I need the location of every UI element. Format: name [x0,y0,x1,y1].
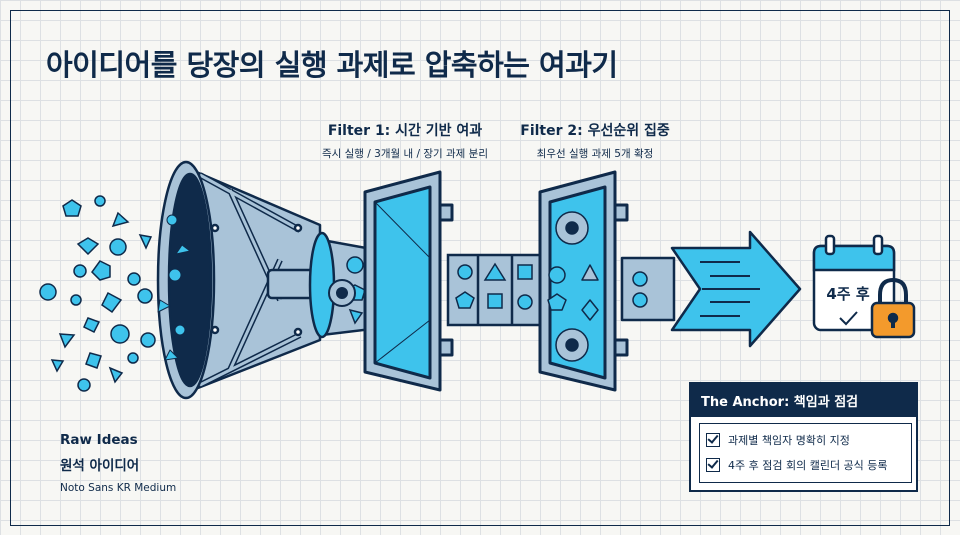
filter-2-title: Filter 2: 우선순위 집중 [520,123,670,139]
checklist-item-label: 과제별 책임자 명확히 지정 [728,433,850,447]
gear-icon [328,279,356,307]
filter-1-subtitle: 즉시 실행 / 3개월 내 / 장기 과제 분리 [321,148,489,160]
filter-2-subtitle: 최우선 실행 과제 5개 확정 [536,148,654,160]
calendar-label: 4주 후 [826,285,870,303]
checklist-item-label: 4주 후 점검 회의 캘린더 공식 등록 [728,458,888,472]
pipe-section [446,253,545,327]
filter-panel-2-icon [538,170,629,392]
lock-icon [870,277,916,339]
filter-panel-icon [363,170,454,392]
filter-1-label: Filter 1: 시간 기반 여과 즉시 실행 / 3개월 내 / 장기 과제… [315,120,495,161]
checklist-item: 과제별 책임자 명확히 지정 [706,427,905,452]
anchor-header: The Anchor: 책임과 점검 [691,384,916,417]
funnel-icon [156,160,330,400]
anchor-panel: The Anchor: 책임과 점검 과제별 책임자 명확히 지정 4주 후 점… [689,382,918,492]
checkbox-icon [706,457,720,472]
filter-2-label: Filter 2: 우선순위 집중 최우선 실행 과제 5개 확정 [510,120,680,161]
checklist-item: 4주 후 점검 회의 캘린더 공식 등록 [706,452,905,477]
raw-ideas-korean: 원석 아이디어 [60,458,140,474]
raw-idea-shapes [39,195,156,392]
filter-1-title: Filter 1: 시간 기반 여과 [327,123,483,139]
page-title: 아이디어를 당장의 실행 과제로 압축하는 여과기 [46,48,618,82]
page-frame [10,10,950,526]
anchor-checklist: 과제별 책임자 명확히 지정 4주 후 점검 회의 캘린더 공식 등록 [699,423,912,483]
checkbox-icon [706,432,720,447]
arrow-icon [620,230,802,348]
raw-ideas-caption: Raw Ideas 원석 아이디어 Noto Sans KR Medium [60,432,176,494]
raw-ideas-title: Raw Ideas [60,432,138,448]
raw-ideas-font-note: Noto Sans KR Medium [60,482,177,494]
